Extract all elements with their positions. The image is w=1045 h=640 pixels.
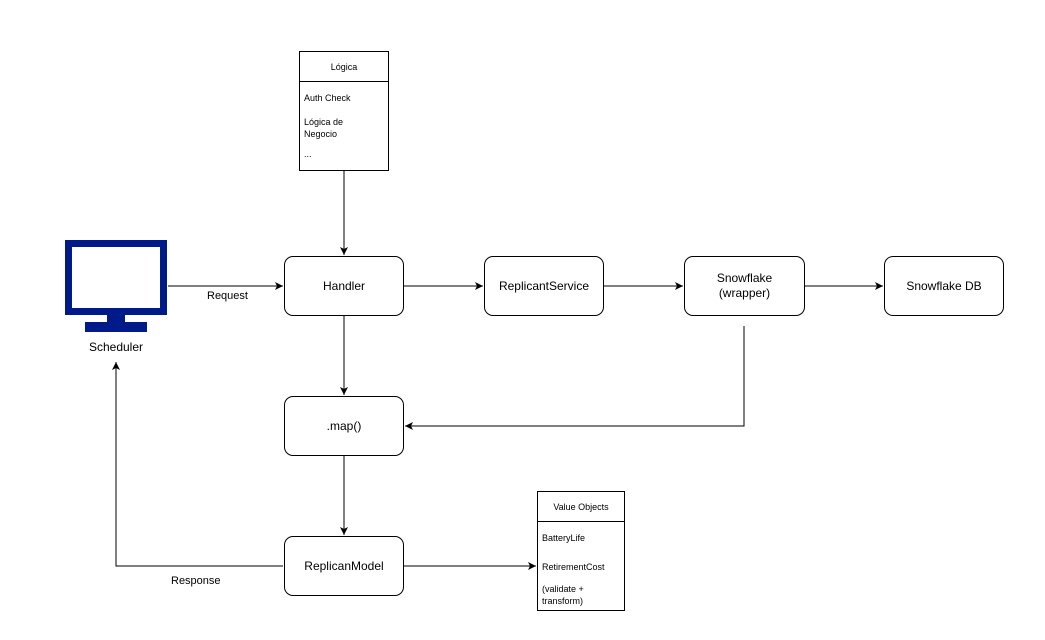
handler-node[interactable]: Handler — [284, 256, 404, 316]
replicant-service-node[interactable]: ReplicantService — [484, 256, 604, 316]
snowflake-wrapper-node[interactable]: Snowflake (wrapper) — [684, 256, 805, 316]
logica-panel: Lógica Auth Check Lógica de Negocio ... — [299, 51, 389, 171]
value-object-item: (validate + transform) — [542, 584, 584, 606]
logica-item: Lógica de Negocio — [304, 117, 344, 139]
snowflake-db-node[interactable]: Snowflake DB — [884, 256, 1004, 316]
request-label: Request — [207, 290, 248, 303]
edge-snowflake-map — [405, 326, 745, 430]
value-objects-title: Value Objects — [538, 492, 624, 522]
scheduler-label: Scheduler — [88, 340, 144, 354]
edge-response — [112, 362, 283, 567]
monitor-icon — [65, 240, 167, 332]
logica-title: Lógica — [300, 52, 388, 82]
logica-item: Auth Check — [304, 93, 351, 103]
logica-item: ... — [304, 149, 312, 159]
response-label: Response — [171, 575, 221, 588]
value-object-item: BatteryLife — [542, 533, 586, 543]
value-objects-panel: Value Objects BatteryLife RetirementCost… — [537, 491, 625, 611]
map-node[interactable]: .map() — [284, 396, 404, 456]
value-object-item: RetirementCost — [542, 562, 605, 572]
replican-model-node[interactable]: ReplicanModel — [284, 536, 404, 596]
